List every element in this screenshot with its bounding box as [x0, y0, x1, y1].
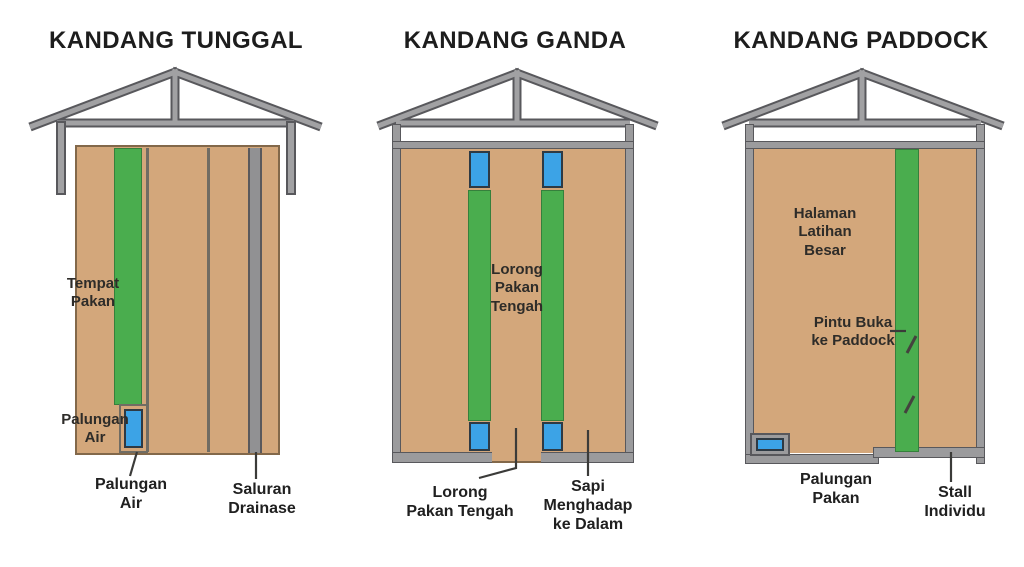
- barn-tunggal-roof: [28, 66, 323, 132]
- barn-paddock-floor: [754, 147, 976, 453]
- center-alley-caption: Lorong Pakan Tengah: [406, 484, 514, 521]
- feed-alley-strip-left: [468, 190, 491, 421]
- roof-beams: [29, 68, 322, 130]
- wall-left: [745, 124, 754, 464]
- feed-alley-strip: [114, 148, 142, 405]
- stall-rail-right: [207, 148, 210, 452]
- wall-post-right: [286, 121, 296, 195]
- wall-post-left: [56, 121, 66, 195]
- stall-rail-left: [146, 148, 149, 452]
- water-trough-inner-label: Palungan Air: [61, 411, 129, 447]
- water-trough-left-top: [469, 151, 490, 188]
- stall-column-paddock: [919, 149, 976, 452]
- barn-tunggal-title: KANDANG TUNGGAL: [49, 27, 303, 54]
- cow-orientation-caption: Sapi Menghadap ke Dalam: [543, 478, 633, 534]
- individual-stall-caption: Stall Individu: [924, 484, 986, 521]
- water-trough-caption: Palungan Air: [94, 476, 167, 513]
- drainage-caption: Saluran Drainase: [228, 481, 296, 518]
- barn-ganda-roof: [376, 67, 659, 131]
- stall-column-ganda-left: [400, 149, 464, 450]
- wall-right: [625, 124, 634, 463]
- exercise-yard-label: Halaman Latihan Besar: [793, 205, 857, 259]
- pointer-water-trough: [128, 451, 139, 477]
- water-trough: [124, 409, 143, 448]
- barn-ganda-title: KANDANG GANDA: [403, 27, 627, 54]
- barn-tunggal-floor: [75, 145, 280, 455]
- corridor-opening: [492, 452, 541, 463]
- roof-beams: [377, 69, 658, 129]
- paddock-door-label: Pintu Buka ke Paddock: [811, 314, 895, 350]
- feed-alley-strip-right: [541, 190, 564, 421]
- water-trough-left-bottom: [469, 422, 490, 451]
- feed-area-label: Tempat Pakan: [66, 275, 120, 311]
- feed-alley-strip: [895, 149, 919, 452]
- barn-paddock-roof: [721, 67, 1005, 131]
- wall-right: [976, 124, 985, 464]
- barn-ganda-floor: [400, 147, 626, 452]
- barn-paddock-title: KANDANG PADDOCK: [733, 27, 989, 54]
- stall-column-tunggal: [150, 148, 206, 452]
- feed-trough-caption: Palungan Pakan: [799, 471, 872, 508]
- wall-top: [392, 141, 634, 149]
- wall-bottom-left: [745, 454, 879, 464]
- water-trough-right-bottom: [542, 422, 563, 451]
- wall-bottom-right: [873, 447, 985, 458]
- center-alley-inner-label: Lorong Pakan Tengah: [490, 261, 544, 315]
- feed-trough: [756, 438, 784, 451]
- roof-beams: [722, 69, 1004, 129]
- wall-top: [745, 141, 985, 149]
- stall-column-ganda-right: [562, 149, 625, 450]
- water-trough-right-top: [542, 151, 563, 188]
- drainage-channel: [248, 148, 262, 453]
